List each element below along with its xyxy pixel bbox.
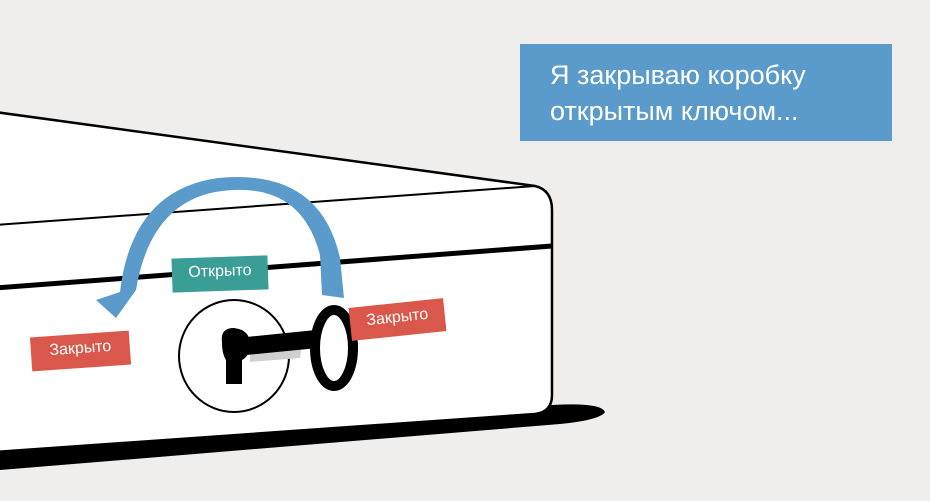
key-shaft [236, 330, 318, 356]
box-lid-edge [0, 185, 536, 226]
box-body [0, 111, 554, 453]
rotation-arrow-icon [96, 177, 344, 318]
box-lid-seam [0, 243, 553, 291]
label-open: Открыто [171, 255, 269, 293]
caption-line-1: Я закрываю коробку [550, 60, 806, 90]
caption-line-2: открытым ключом... [550, 96, 799, 126]
label-closed-left: Закрыто [29, 330, 132, 372]
caption-box: Я закрываю коробку открытым ключом... [520, 44, 892, 141]
key-bow-icon [310, 305, 358, 391]
